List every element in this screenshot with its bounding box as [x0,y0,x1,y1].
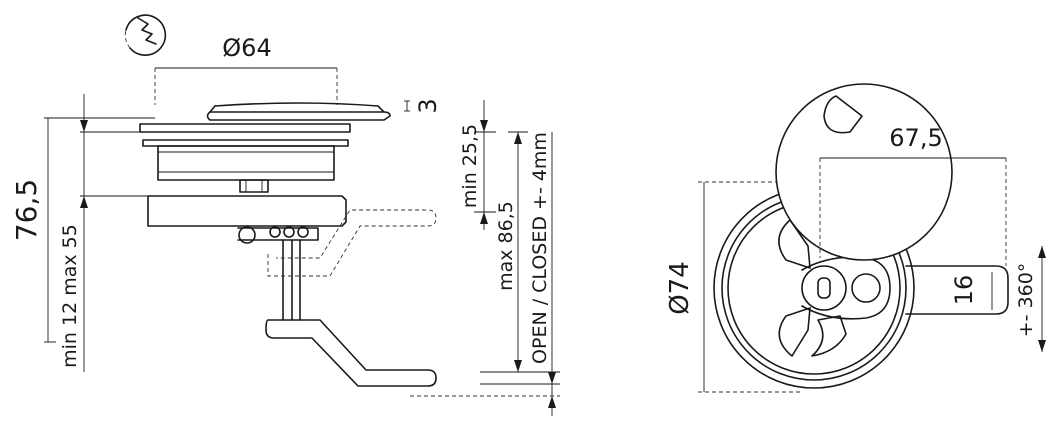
dimension-width-67-5: 67,5 [819,124,1007,266]
sawtooth-edge-icon [124,14,167,56]
key-cylinder [801,256,891,320]
dimension-min-25-5: min 25,5 [459,100,496,230]
handle-lever: 16 [905,265,1009,315]
label-min-25-5: min 25,5 [459,124,481,208]
label-diameter-64: Ø64 [222,34,271,62]
cam-lobes [778,219,847,357]
rotation-360: +- 360° [1015,246,1046,352]
panel [147,195,347,227]
cover-disc [775,83,953,261]
dimension-range-12-55: min 12 max 55 [59,94,148,372]
label-range-12-55: min 12 max 55 [59,224,81,368]
label-max-86-5: max 86,5 [495,201,517,291]
label-width-67-5: 67,5 [889,124,942,152]
dimension-diameter-64: Ø64 [154,34,338,105]
label-thickness-3: 3 [414,98,442,113]
label-open-closed: OPEN / CLOSED +- 4mm [529,132,551,364]
dimension-height-76-5: 76,5 [10,117,155,343]
cap [206,102,391,121]
label-handle-16: 16 [950,275,978,306]
label-diameter-74: Ø74 [665,261,695,315]
dimension-thickness-3: 3 [404,98,442,114]
mechanism [237,226,319,321]
latch-open-outline [267,209,437,277]
label-height-76-5: 76,5 [10,179,43,241]
latch-arm [265,319,437,387]
dimension-diameter-74: Ø74 [665,181,800,393]
dimension-open-closed: OPEN / CLOSED +- 4mm [410,132,560,416]
dimension-max-86-5: max 86,5 [495,131,528,372]
side-view: Ø64 3 [10,14,560,416]
label-rotation-360: +- 360° [1015,263,1037,338]
top-view: Ø74 16 [665,83,1046,393]
housing [139,123,351,193]
